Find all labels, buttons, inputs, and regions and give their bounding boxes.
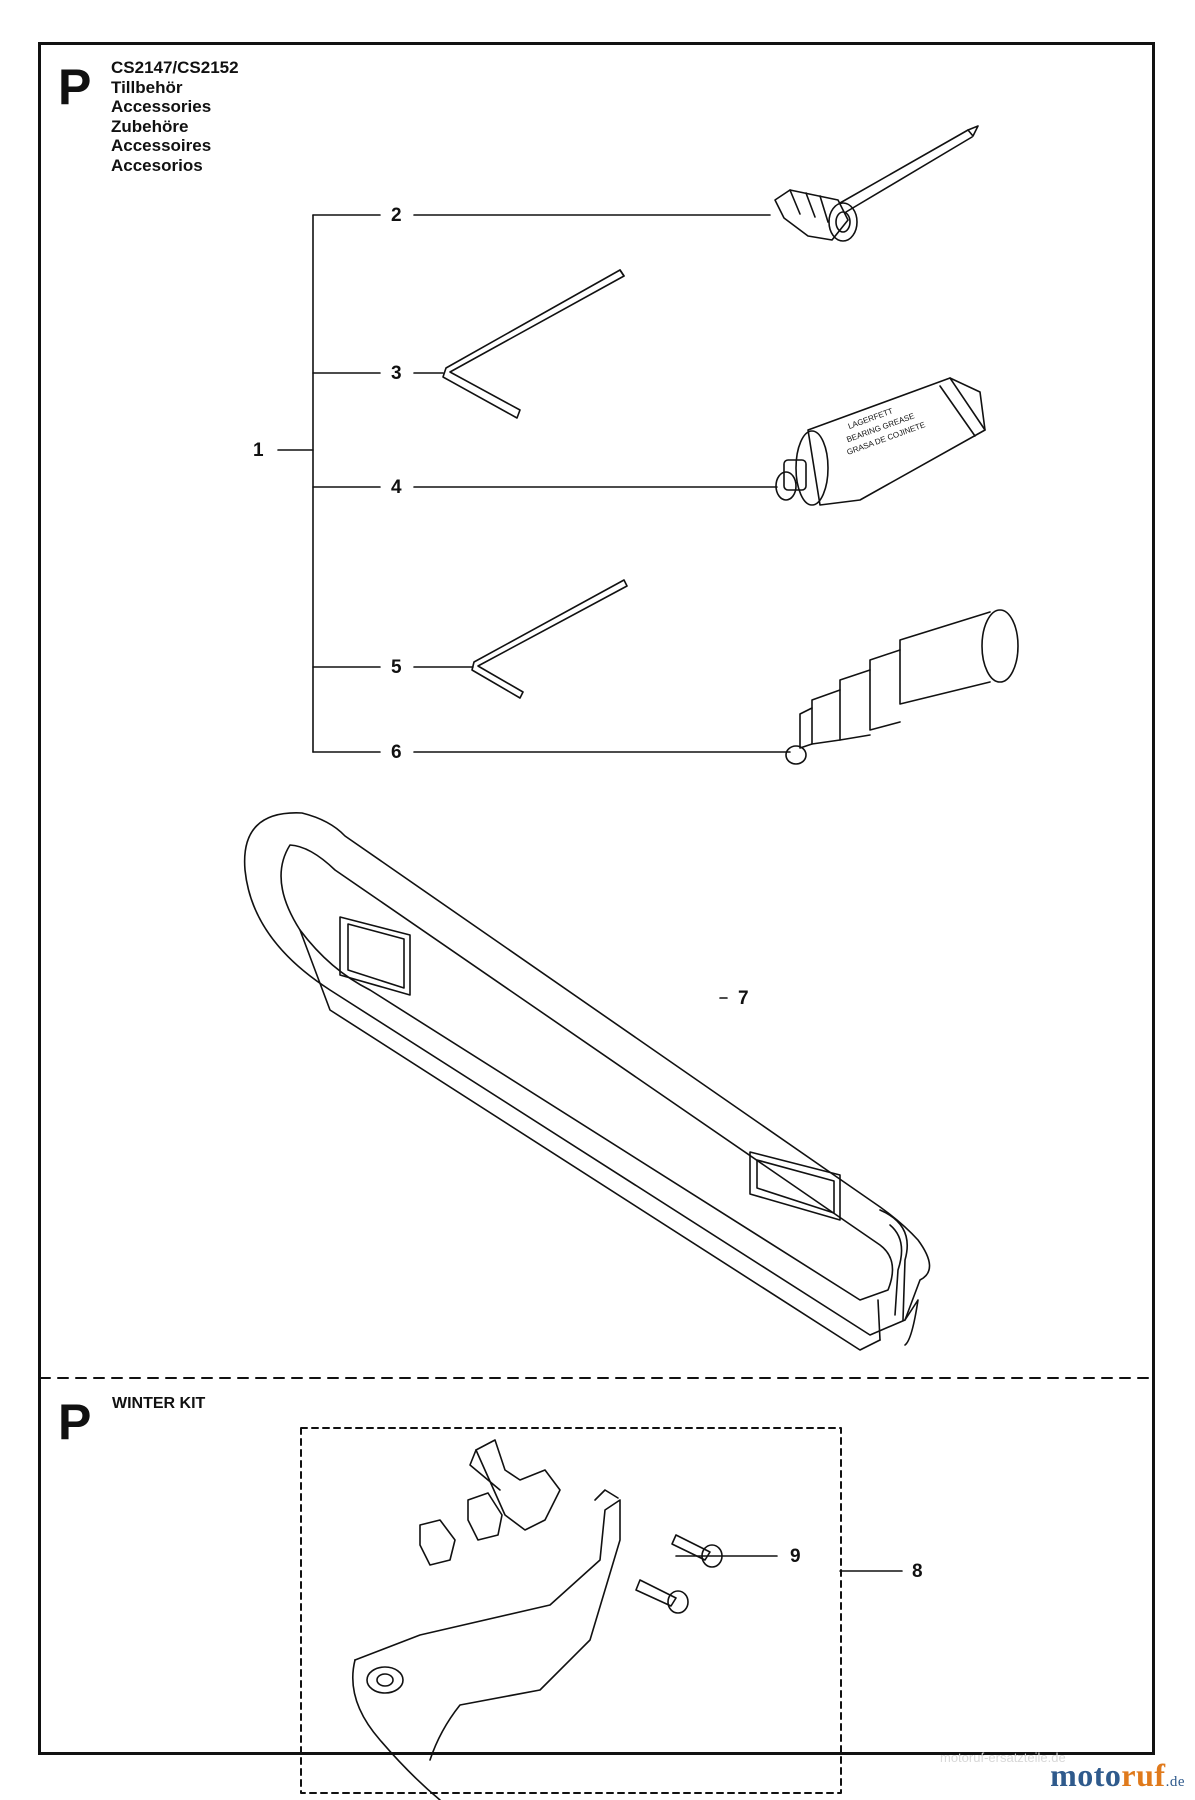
hex-key-large-illustration bbox=[442, 269, 625, 419]
callout-7: 7 bbox=[738, 988, 749, 1009]
title-english: Accessories bbox=[111, 97, 212, 116]
section-letter-accessories: P bbox=[58, 59, 92, 115]
callout-4: 4 bbox=[391, 477, 402, 498]
winter-kit-screws-illustration bbox=[635, 1534, 723, 1614]
spanner-tool-illustration bbox=[774, 125, 979, 242]
model-number: CS2147/CS2152 bbox=[111, 58, 239, 77]
winter-kit-box bbox=[300, 1427, 842, 1794]
watermark: motoruf-ersatzteile.de bbox=[940, 1750, 1066, 1765]
callout-9: 9 bbox=[790, 1546, 801, 1567]
callout-3: 3 bbox=[391, 363, 402, 384]
grease-tube-illustration bbox=[775, 377, 986, 506]
callout-tree-lines bbox=[277, 214, 903, 1572]
title-block: CS2147/CS2152 Tillbehör Accessories Zube… bbox=[111, 58, 239, 175]
brand-main: moto bbox=[1050, 1757, 1122, 1793]
callout-8: 8 bbox=[912, 1561, 923, 1582]
title-french: Accessoires bbox=[111, 136, 212, 155]
title-german: Zubehöre bbox=[111, 116, 189, 136]
brand-accent: ruf bbox=[1121, 1757, 1166, 1793]
winter-kit-clips-illustration bbox=[419, 1439, 561, 1566]
brand-logo: motoruf.de bbox=[1050, 1757, 1185, 1794]
section-letter-winter: P bbox=[58, 1394, 92, 1450]
callout-1: 1 bbox=[253, 440, 264, 461]
title-spanish: Accesorios bbox=[111, 155, 203, 175]
bar-guard-illustration bbox=[243, 812, 931, 1351]
winter-kit-cover-illustration bbox=[352, 1489, 621, 1800]
diagram-frame bbox=[38, 42, 1155, 1755]
brand-suffix: .de bbox=[1165, 1774, 1185, 1790]
callout-2: 2 bbox=[391, 205, 402, 226]
shaft-tool-illustration bbox=[785, 609, 1019, 765]
callout-5: 5 bbox=[391, 657, 402, 678]
title-swedish: Tillbehör bbox=[111, 77, 183, 97]
winter-kit-title: WINTER KIT bbox=[112, 1395, 206, 1412]
callout-6: 6 bbox=[391, 742, 402, 763]
hex-key-small-illustration bbox=[471, 579, 628, 699]
